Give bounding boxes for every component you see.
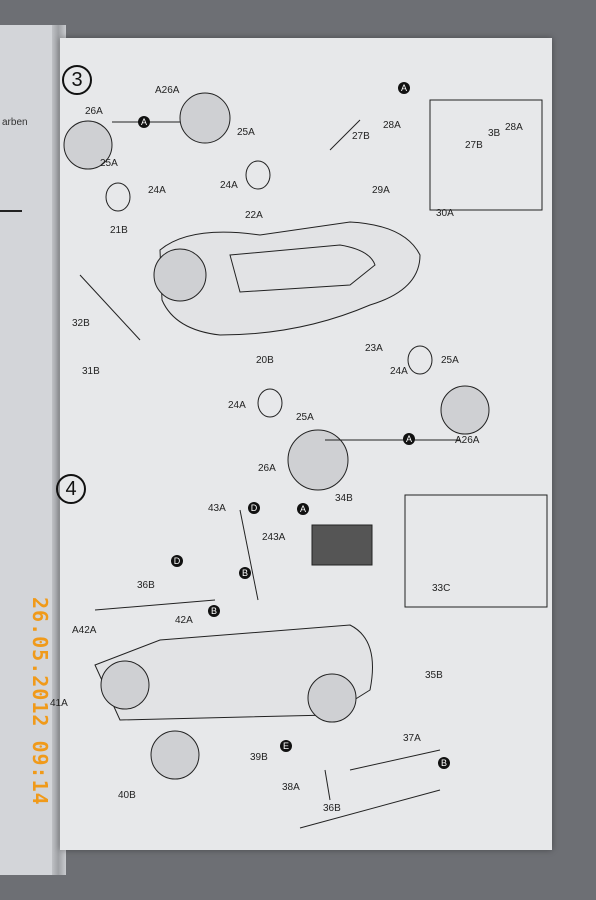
seat-34b <box>311 524 373 566</box>
wheel-rear-step4 <box>307 673 357 723</box>
part-label: 26A <box>85 106 103 117</box>
wheel-a26a <box>179 92 231 144</box>
part-label: 243A <box>262 532 286 543</box>
wheel-a26a-right <box>440 385 490 435</box>
marker-b: B <box>438 757 450 769</box>
marker-a: A <box>403 433 415 445</box>
part-label: 28A <box>383 120 401 131</box>
marker-d: D <box>171 555 183 567</box>
part-label: 41A <box>50 698 68 709</box>
part-label: 21B <box>110 225 128 236</box>
marker-a: A <box>138 116 150 128</box>
hub-24a-left <box>105 182 131 212</box>
date-stamp-text: 26.05.2012 09:14 <box>28 597 52 806</box>
part-label: 36B <box>323 803 341 814</box>
part-label: 24A <box>220 180 238 191</box>
hull-step4 <box>94 624 373 721</box>
part-label: 25A <box>237 127 255 138</box>
rod-36b <box>94 599 216 611</box>
part-label: 25A <box>296 412 314 423</box>
part-label: 38A <box>282 782 300 793</box>
hull-step3 <box>159 221 421 336</box>
left-page-text: arben <box>2 117 28 128</box>
inset-box-step3 <box>429 99 543 211</box>
part-label: A26A <box>455 435 480 446</box>
step-number-3: 3 <box>62 65 92 95</box>
part-label: 26A <box>258 463 276 474</box>
frame-43a <box>239 509 259 601</box>
paddle-38a <box>324 769 331 801</box>
wheel-front-step4 <box>150 730 200 780</box>
part-label: 32B <box>72 318 90 329</box>
cockpit-step3 <box>229 244 376 293</box>
part-label: 39B <box>250 752 268 763</box>
part-label: 27B <box>465 140 483 151</box>
rod-36b-bottom <box>299 789 441 829</box>
part-label: 35B <box>425 670 443 681</box>
part-label: 30A <box>436 208 454 219</box>
spare-wheel-step4 <box>100 660 150 710</box>
part-label: 33C <box>432 583 451 594</box>
shaft-27b <box>329 119 361 151</box>
rod-37a <box>349 749 441 771</box>
part-label: 24A <box>228 400 246 411</box>
part-label: 40B <box>118 790 136 801</box>
part-label: 43A <box>208 503 226 514</box>
left-page-rule <box>0 210 22 212</box>
part-label: 29A <box>372 185 390 196</box>
part-label: 27B <box>352 131 370 142</box>
marker-b: B <box>239 567 251 579</box>
part-label: 22A <box>245 210 263 221</box>
part-label: A26A <box>155 85 180 96</box>
marker-a: A <box>297 503 309 515</box>
part-label: 25A <box>441 355 459 366</box>
date-stamp: 26.05.2012 09:14 <box>24 597 64 827</box>
wheel-26a-bottom <box>287 429 349 491</box>
part-label: 23A <box>365 343 383 354</box>
part-label: 24A <box>148 185 166 196</box>
part-label: 28A <box>505 122 523 133</box>
marker-a: A <box>398 82 410 94</box>
part-label: 37A <box>403 733 421 744</box>
bar-32b <box>79 274 141 341</box>
part-label: A42A <box>72 625 97 636</box>
marker-d: D <box>248 502 260 514</box>
left-page: arben <box>0 25 58 875</box>
part-label: 31B <box>82 366 100 377</box>
hub-24a-right <box>407 345 433 375</box>
part-label: 25A <box>100 158 118 169</box>
inset-box-step4 <box>404 494 548 608</box>
wheel-26a <box>63 120 113 170</box>
marker-b: B <box>208 605 220 617</box>
part-label: 42A <box>175 615 193 626</box>
wheel-front-left <box>153 248 207 302</box>
hub-24a-top <box>245 160 271 190</box>
marker-e: E <box>280 740 292 752</box>
part-label: 36B <box>137 580 155 591</box>
part-label: 24A <box>390 366 408 377</box>
step-number-4: 4 <box>56 474 86 504</box>
part-label: 3B <box>488 128 501 139</box>
part-label: 34B <box>335 493 353 504</box>
hub-24a-bottom <box>257 388 283 418</box>
part-label: 20B <box>256 355 274 366</box>
